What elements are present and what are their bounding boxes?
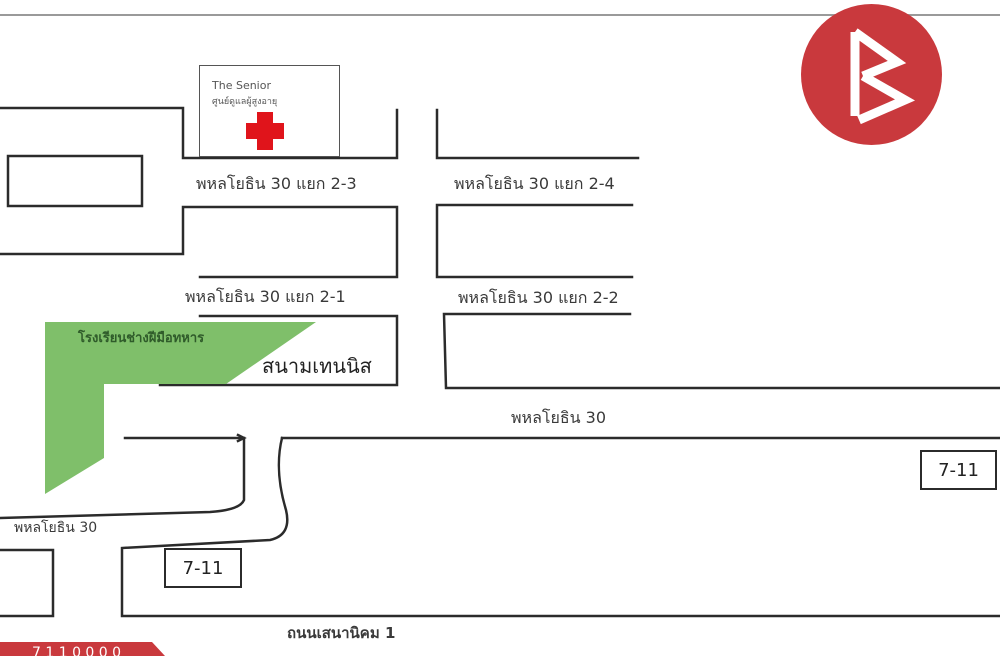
road-corner-tick: [236, 433, 247, 443]
block-left-middle: [0, 205, 399, 279]
hospital-cross-icon-bar: [246, 123, 284, 139]
road-label-senanikhom-1: ถนนเสนานิคม 1: [287, 624, 396, 642]
block-lower-right: [442, 312, 1000, 390]
road-label-soi-2-4: พหลโยธิน 30 แยก 2-4: [454, 174, 615, 193]
road-label-phahonyothin-30-east: พหลโยธิน 30: [511, 408, 607, 427]
school-label: โรงเรียนช่างฝีมือทหาร: [78, 331, 205, 346]
road-label-soi-2-3: พหลโยธิน 30 แยก 2-3: [196, 174, 357, 193]
block-upper-left: [0, 106, 399, 160]
listing-badge-text: 7 1 1 0 0 0 0: [32, 645, 122, 661]
block-bottom-left: [0, 548, 55, 618]
senior-center-building: The Senior ศูนย์ดูแลผู้สูงอายุ: [199, 65, 340, 157]
tennis-court-label: สนามเทนนิส: [262, 354, 372, 378]
block-middle-right: [435, 203, 634, 279]
shop-7-11-east: 7-11: [920, 450, 997, 490]
building-left: [6, 154, 144, 208]
road-label-soi-2-2: พหลโยธิน 30 แยก 2-2: [458, 288, 619, 307]
shop-7-11-west: 7-11: [164, 548, 242, 588]
road-curve: [120, 436, 1000, 618]
block-upper-right: [435, 108, 640, 160]
road-label-soi-2-1: พหลโยธิน 30 แยก 2-1: [185, 287, 346, 306]
block-tennis: [158, 314, 399, 387]
shop-7-11-east-label: 7-11: [938, 459, 979, 481]
listing-badge: [0, 642, 165, 656]
senior-center-name: The Senior: [212, 79, 271, 92]
shop-7-11-west-label: 7-11: [182, 557, 224, 579]
school-area: [45, 322, 316, 494]
brand-logo: [801, 4, 942, 145]
senior-center-subtitle: ศูนย์ดูแลผู้สูงอายุ: [212, 97, 278, 107]
road-edge-phahonyothin30-north: [0, 436, 246, 520]
road-label-phahonyothin-30-west: พหลโยธิน 30: [14, 520, 98, 536]
brand-logo-icon: [850, 28, 916, 125]
